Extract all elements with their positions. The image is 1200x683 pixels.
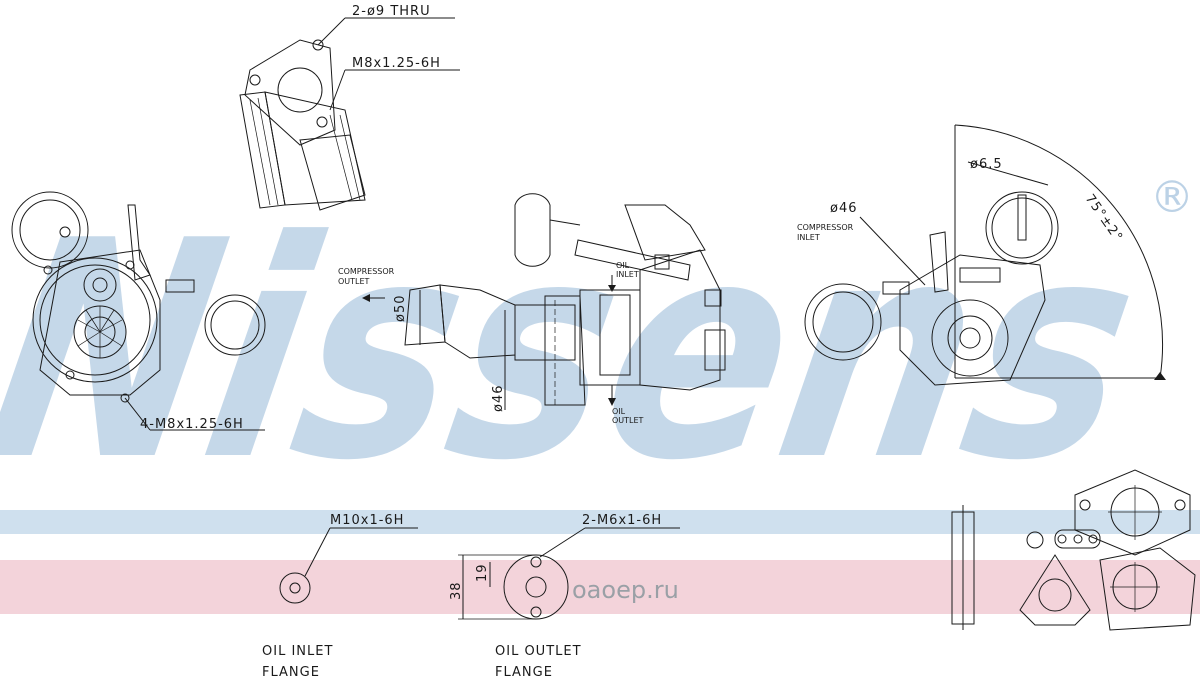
label-oil-inlet-flange-1: OIL INLET — [262, 644, 333, 659]
label-oil-outlet-flange-2: FLANGE — [495, 665, 553, 680]
label-m6: 2-M6x1-6H — [582, 513, 662, 528]
label-dia65: ø6.5 — [970, 157, 1003, 172]
label-compressor-outlet-1: COMPRESSOR — [338, 267, 395, 276]
blue-band — [0, 510, 1200, 534]
turbo-compressor-view — [804, 124, 1166, 386]
label-compressor-inlet-2: INLET — [797, 233, 820, 242]
label-compressor-inlet-1: COMPRESSOR — [797, 223, 854, 232]
oil-outlet-flange-drawing — [458, 527, 680, 620]
label-oil-inlet-2: INLET — [616, 270, 639, 279]
label-oil-outlet-1: OIL — [612, 407, 626, 416]
label-m8-top: M8x1.25-6H — [352, 56, 441, 71]
pink-band — [0, 560, 1200, 614]
turbine-inlet-flange-view — [239, 17, 460, 211]
label-dim19: 19 — [475, 563, 490, 582]
label-oil-inlet-flange-2: FLANGE — [262, 665, 320, 680]
registered-mark: ® — [1150, 172, 1194, 223]
label-four-m8: 4-M8x1.25-6H — [140, 417, 244, 432]
label-oil-outlet-flange-1: OIL OUTLET — [495, 644, 582, 659]
turbo-front-view — [11, 191, 266, 431]
label-oil-outlet-2: OUTLET — [612, 416, 644, 425]
gasket-kit-drawing — [951, 469, 1196, 631]
turbo-side-view — [362, 193, 726, 410]
label-two-hole: 2-ø9 THRU — [352, 4, 431, 19]
label-dia50: ø50 — [393, 295, 408, 323]
label-dim38: 38 — [449, 581, 464, 600]
label-dia46-right: ø46 — [830, 201, 858, 216]
label-m10: M10x1-6H — [330, 513, 404, 528]
brand-watermark: Nissens — [0, 177, 1159, 526]
label-oil-inlet-1: OIL — [616, 261, 630, 270]
site-watermark: oaoep.ru — [572, 576, 679, 604]
oil-inlet-flange-drawing — [279, 527, 418, 604]
label-compressor-outlet-2: OUTLET — [338, 277, 370, 286]
label-dia46-left: ø46 — [491, 385, 506, 413]
